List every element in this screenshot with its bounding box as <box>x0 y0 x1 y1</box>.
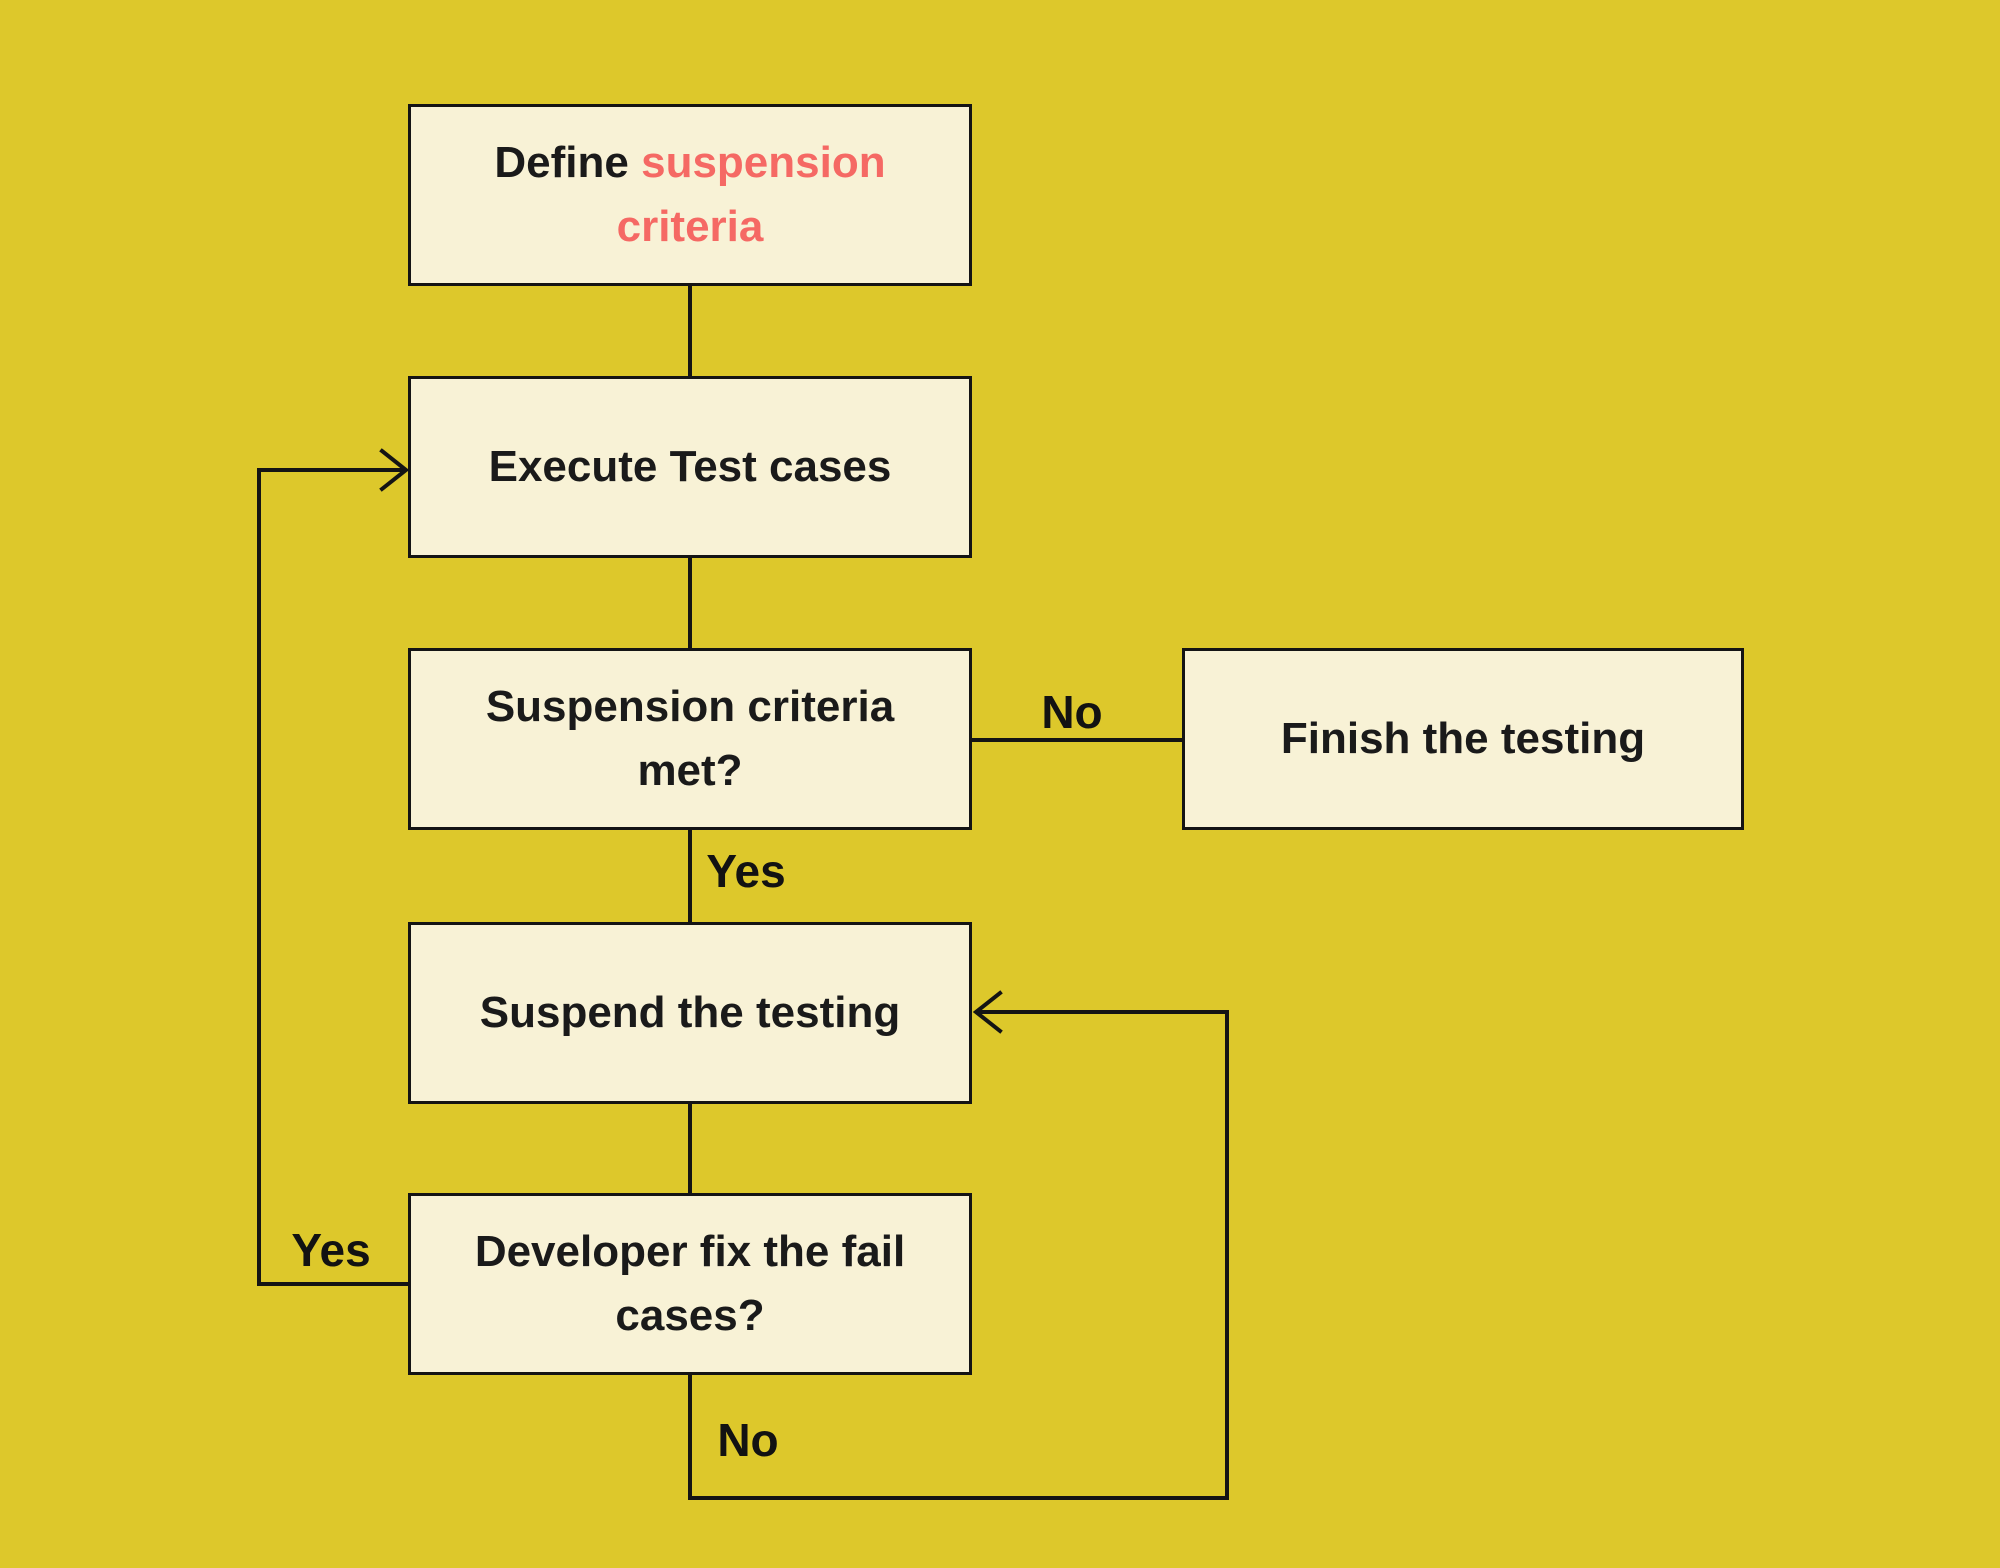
node-suspension-criteria-met: Suspension criteria met? <box>408 648 972 830</box>
edge-label-no-finish: No <box>1041 686 1103 738</box>
edge-devfix-to-execute <box>257 468 410 1286</box>
node-finish-the-testing: Finish the testing <box>1182 648 1744 830</box>
edge-label-yes-suspend: Yes <box>706 845 786 897</box>
node-execute-test-cases: Execute Test cases <box>408 376 972 558</box>
node-label: Suspension criteria met? <box>485 682 895 795</box>
node-label-red: suspension criteria <box>616 138 886 251</box>
node-label: Developer fix the fail cases? <box>474 1227 906 1340</box>
node-define-suspension-criteria: Define suspension criteria <box>408 104 972 286</box>
edge-label-yes-loop: Yes <box>291 1224 371 1276</box>
node-label-black: Define <box>494 138 629 188</box>
arrowhead-into-suspend <box>972 990 1003 1034</box>
node-label: Suspend the testing <box>479 988 901 1038</box>
node-developer-fix-fail-cases: Developer fix the fail cases? <box>408 1193 972 1375</box>
node-suspend-the-testing: Suspend the testing <box>408 922 972 1104</box>
arrowhead-into-execute <box>379 448 410 492</box>
node-label: Define suspension criteria <box>451 131 929 259</box>
node-label: Execute Test cases <box>488 442 892 492</box>
node-label: Finish the testing <box>1280 714 1646 764</box>
edge-label-no-loop: No <box>717 1414 779 1466</box>
